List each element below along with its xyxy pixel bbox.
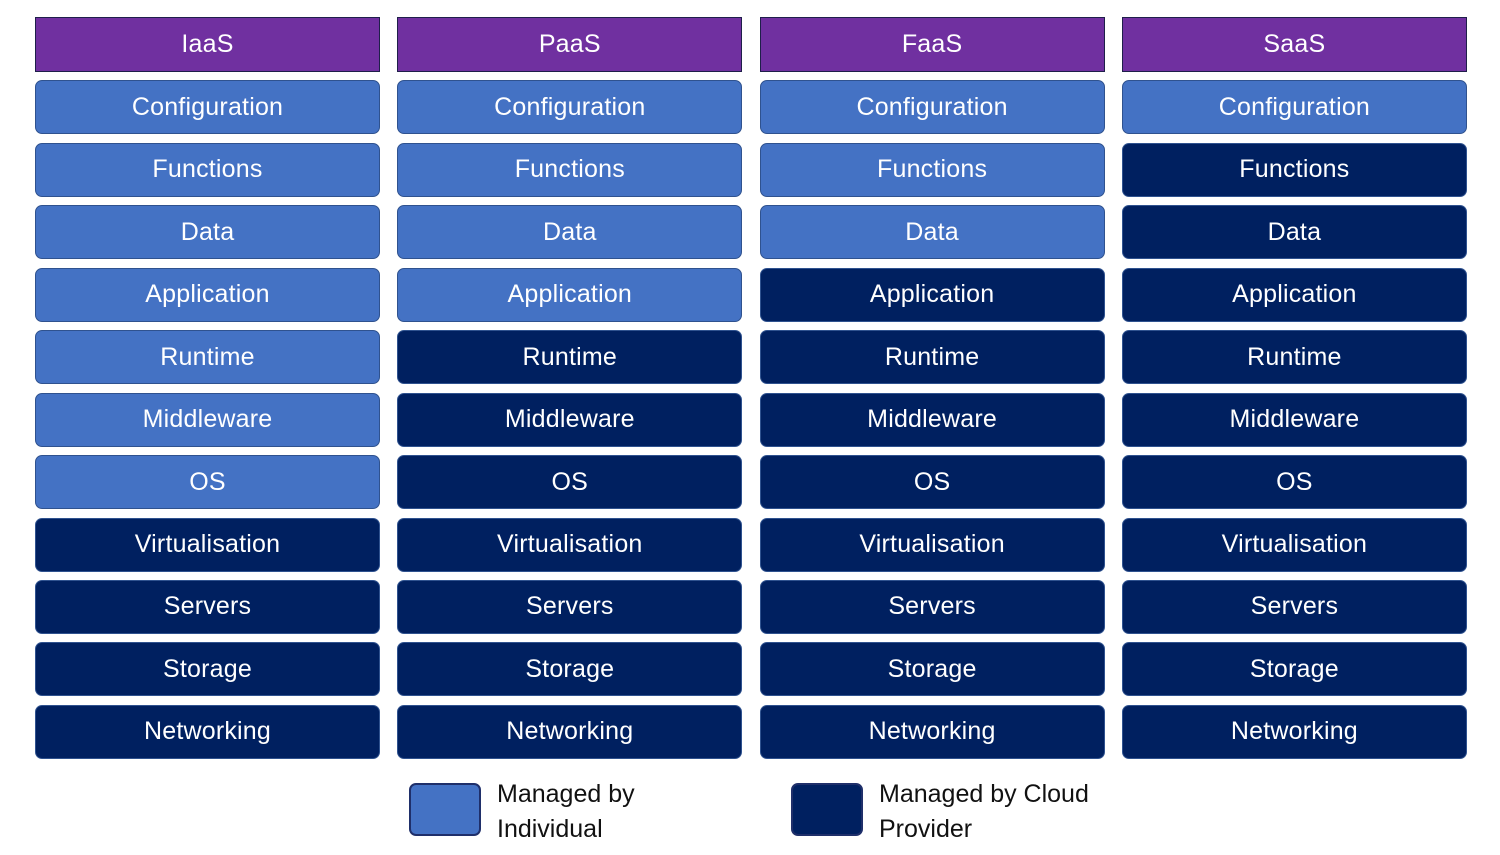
column-header: SaaS — [1121, 17, 1467, 72]
layer-middleware: Middleware — [1121, 392, 1467, 447]
layer-runtime: Runtime — [759, 330, 1105, 385]
layer-servers: Servers — [397, 579, 743, 634]
layer-application: Application — [759, 267, 1105, 322]
layer-runtime: Runtime — [397, 330, 743, 385]
layer-os: OS — [397, 455, 743, 510]
layer-application: Application — [397, 267, 743, 322]
layer-functions: Functions — [1121, 142, 1467, 197]
column-header: IaaS — [35, 17, 380, 72]
layer-virtualisation: Virtualisation — [759, 517, 1105, 572]
layer-virtualisation: Virtualisation — [1121, 517, 1467, 572]
layer-os: OS — [759, 455, 1105, 510]
legend-individual: Managed by Individual — [409, 777, 737, 847]
column-header: PaaS — [397, 17, 743, 72]
layer-virtualisation: Virtualisation — [35, 517, 380, 572]
layer-runtime: Runtime — [1121, 330, 1467, 385]
layer-data: Data — [397, 205, 743, 260]
layer-functions: Functions — [759, 142, 1105, 197]
layer-data: Data — [759, 205, 1105, 260]
layer-servers: Servers — [759, 579, 1105, 634]
layer-data: Data — [1121, 205, 1467, 260]
layer-os: OS — [35, 455, 380, 510]
column-header: FaaS — [759, 17, 1105, 72]
legend-individual-label: Managed by Individual — [497, 780, 635, 843]
layer-storage: Storage — [397, 642, 743, 697]
layer-networking: Networking — [1121, 704, 1467, 759]
layer-runtime: Runtime — [35, 330, 380, 385]
layer-os: OS — [1121, 455, 1467, 510]
layer-configuration: Configuration — [1121, 80, 1467, 135]
layer-data: Data — [35, 205, 380, 260]
layer-configuration: Configuration — [759, 80, 1105, 135]
legend-provider-label: Managed by Cloud Provider — [879, 780, 1089, 843]
layer-servers: Servers — [1121, 579, 1467, 634]
layer-application: Application — [1121, 267, 1467, 322]
layer-storage: Storage — [759, 642, 1105, 697]
layer-networking: Networking — [759, 704, 1105, 759]
legend-provider-swatch — [791, 783, 863, 836]
layer-networking: Networking — [35, 704, 380, 759]
layer-configuration: Configuration — [397, 80, 743, 135]
layer-middleware: Middleware — [759, 392, 1105, 447]
layer-servers: Servers — [35, 579, 380, 634]
layer-middleware: Middleware — [397, 392, 743, 447]
legend-individual-swatch — [409, 783, 481, 836]
layer-functions: Functions — [397, 142, 743, 197]
layer-application: Application — [35, 267, 380, 322]
layer-networking: Networking — [397, 704, 743, 759]
layer-storage: Storage — [35, 642, 380, 697]
layer-functions: Functions — [35, 142, 380, 197]
layer-virtualisation: Virtualisation — [397, 517, 743, 572]
layer-storage: Storage — [1121, 642, 1467, 697]
layer-configuration: Configuration — [35, 80, 380, 135]
layer-middleware: Middleware — [35, 392, 380, 447]
legend-provider: Managed by Cloud Provider — [791, 777, 1119, 847]
